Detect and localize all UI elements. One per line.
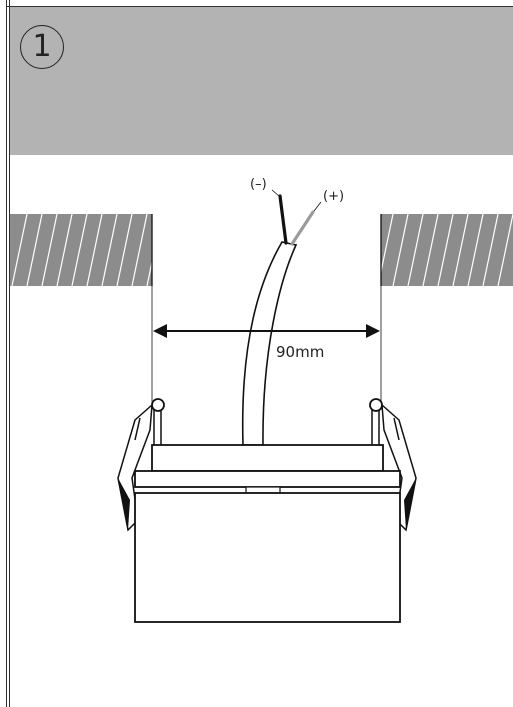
negative-wire <box>278 194 288 245</box>
spring-clip-left <box>117 398 165 532</box>
positive-wire-label: (+) <box>323 189 344 204</box>
negative-leader-line <box>271 189 280 197</box>
positive-wire <box>290 210 315 246</box>
power-cable <box>241 189 322 446</box>
negative-wire-label: (–) <box>250 177 267 192</box>
spring-clip-right <box>369 398 417 532</box>
step-number-badge: 1 <box>20 25 64 69</box>
frame-border-inner <box>9 0 10 707</box>
lamp-housing <box>134 492 401 623</box>
dimension-arrow <box>153 324 380 338</box>
frame-border-outer <box>6 0 7 707</box>
dimension-label: 90mm <box>276 343 324 361</box>
frame-border-top <box>6 6 513 7</box>
downlight-body <box>134 444 401 623</box>
ceiling-section-left <box>10 214 153 286</box>
step-header-band <box>10 7 513 155</box>
mounting-flange <box>134 470 401 488</box>
driver-housing <box>151 444 384 472</box>
positive-leader-line <box>313 201 322 212</box>
ceiling-section-right <box>380 214 513 286</box>
